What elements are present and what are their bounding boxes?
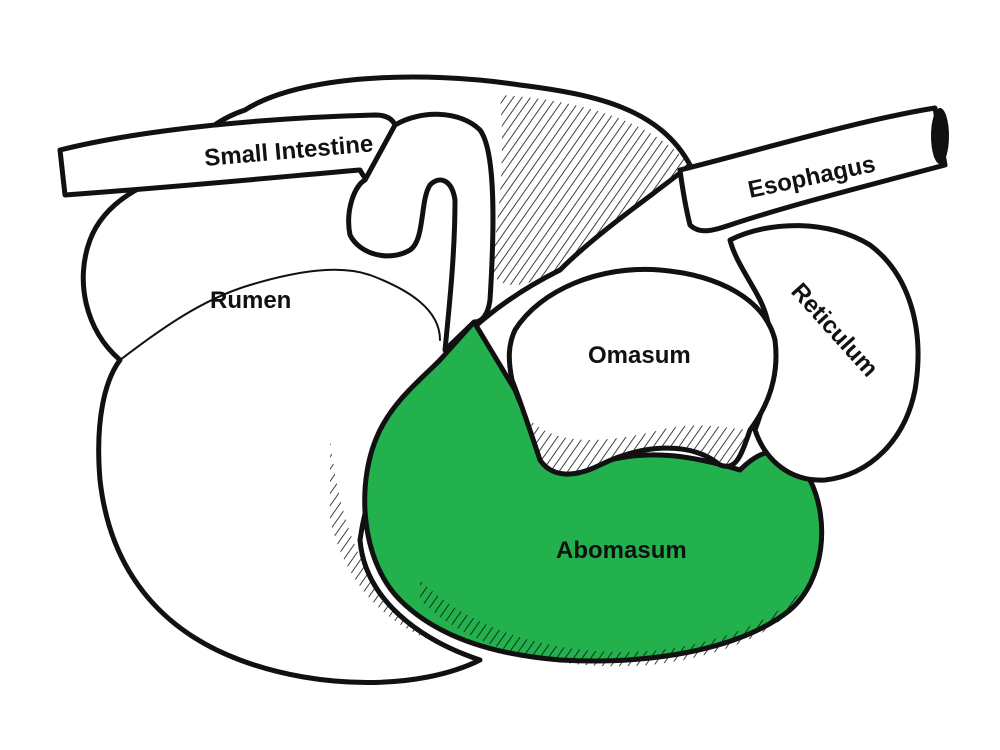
intestine-loop <box>346 111 496 353</box>
label-omasum: Omasum <box>588 342 691 369</box>
esophagus-shape <box>677 105 948 234</box>
omasum-shading <box>530 420 750 475</box>
rumen-shading-lower <box>330 440 430 640</box>
label-abomasum: Abomasum <box>556 537 687 564</box>
esophagus-opening <box>931 108 949 164</box>
label-rumen: Rumen <box>210 287 291 314</box>
rumen-contour <box>119 268 441 361</box>
rumen-shading <box>490 95 690 285</box>
abomasum-shading <box>420 580 810 667</box>
